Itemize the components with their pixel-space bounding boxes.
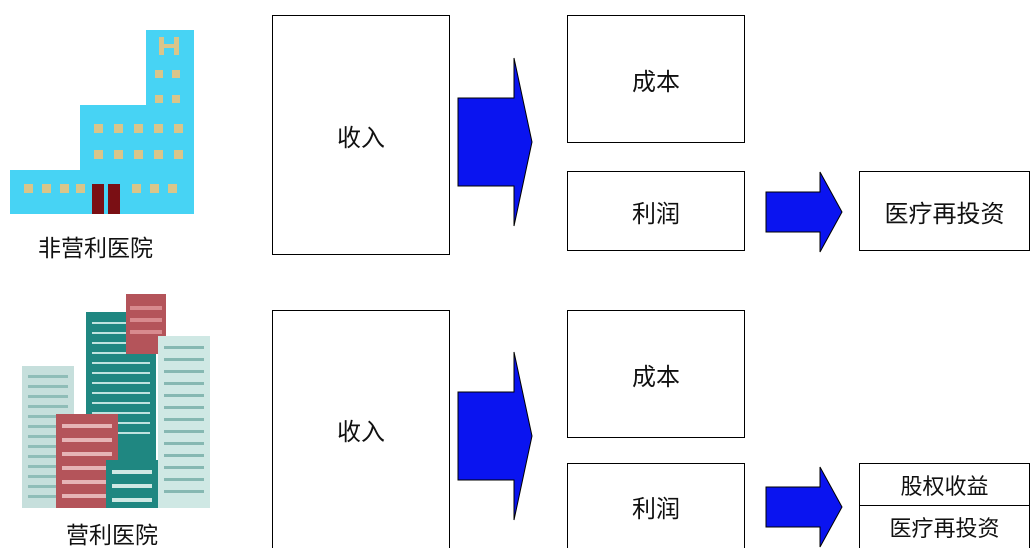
forprofit-equity-return-text: 股权收益	[900, 474, 989, 500]
nonprofit-cost-text: 成本	[632, 67, 680, 96]
nonprofit-hospital-building-icon	[10, 30, 194, 214]
nonprofit-revenue-text: 收入	[337, 123, 385, 152]
forprofit-hospital-label: 营利医院	[66, 523, 158, 549]
forprofit-profit-box: 利润	[567, 463, 745, 548]
nonprofit-profit-text: 利润	[632, 199, 680, 228]
forprofit-reinvestment-text: 医疗再投资	[889, 517, 1000, 542]
top-small-arrow-icon	[765, 171, 843, 253]
forprofit-equity-return-cell: 股权收益	[860, 464, 1029, 506]
forprofit-use-box: 股权收益 医疗再投资	[859, 463, 1030, 548]
forprofit-hospital-skyline-icon	[22, 294, 210, 508]
nonprofit-cost-box: 成本	[567, 15, 745, 143]
bottom-small-arrow-icon	[765, 466, 843, 548]
nonprofit-reinvestment-text: 医疗再投资	[884, 199, 1005, 228]
bottom-large-arrow-icon	[457, 351, 533, 521]
nonprofit-profit-box: 利润	[567, 171, 745, 251]
forprofit-profit-text: 利润	[632, 494, 680, 523]
forprofit-cost-text: 成本	[632, 362, 680, 391]
nonprofit-revenue-box: 收入	[272, 15, 450, 255]
top-large-arrow-icon	[457, 57, 533, 227]
forprofit-cost-box: 成本	[567, 310, 745, 438]
nonprofit-reinvestment-box: 医疗再投资	[859, 171, 1030, 251]
forprofit-reinvestment-cell: 医疗再投资	[860, 506, 1029, 548]
forprofit-revenue-box: 收入	[272, 310, 450, 548]
nonprofit-hospital-label: 非营利医院	[38, 236, 153, 262]
forprofit-revenue-text: 收入	[337, 418, 385, 446]
